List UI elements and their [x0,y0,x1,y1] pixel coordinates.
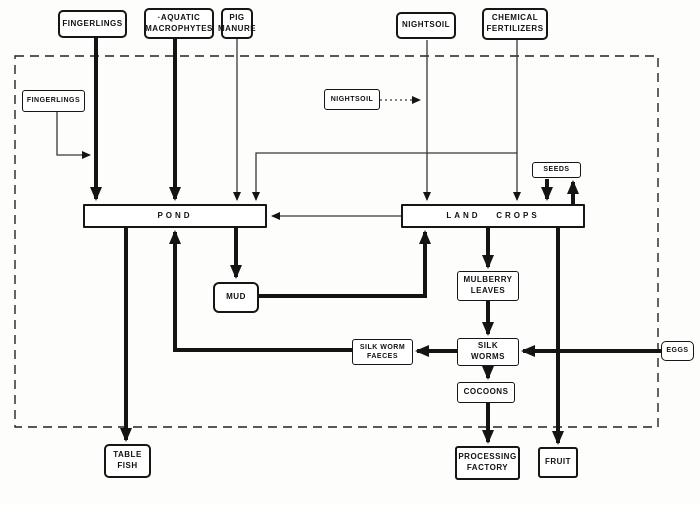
node-fingerlings-top: FINGERLINGS [58,10,127,38]
node-nightsoil-inner: NIGHTSOIL [324,89,380,110]
node-pig-manure: PIG MANURE [218,8,256,39]
node-fingerlings-inner: FINGERLINGS [22,90,85,112]
edge-chemical-fertilizers-to-pond [252,152,517,201]
node-land-crops: LAND CROPS [401,204,585,228]
node-silk-worms: SILK WORMS [457,338,519,366]
node-nightsoil-top: NIGHTSOIL [396,12,456,39]
node-cocoons: COCOONS [457,382,515,403]
node-mulberry-leaves: MULBERRY LEAVES [457,271,519,301]
node-table-fish: TABLE FISH [104,444,151,478]
edge-mud-to-land-crops [258,230,431,298]
node-eggs: EGGS [661,341,694,361]
node-seeds: SEEDS [532,162,581,178]
node-processing-factory: PROCESSING FACTORY [455,446,520,480]
edge-silk-worm-faeces-to-pond [169,230,352,352]
edge-fingerlings-inner-to-pond-line [56,112,91,159]
system-boundary-dashed [14,55,659,428]
node-mud: MUD [213,282,259,313]
node-silk-worm-faeces: SILK WORM FAECES [352,339,413,365]
node-aquatic-macrophytes: ·AQUATIC MACROPHYTES [144,8,214,39]
node-pond: POND [83,204,267,228]
node-fruit: FRUIT [538,447,578,478]
node-chemical-fertilizers: CHEMICAL FERTILIZERS [482,8,548,40]
